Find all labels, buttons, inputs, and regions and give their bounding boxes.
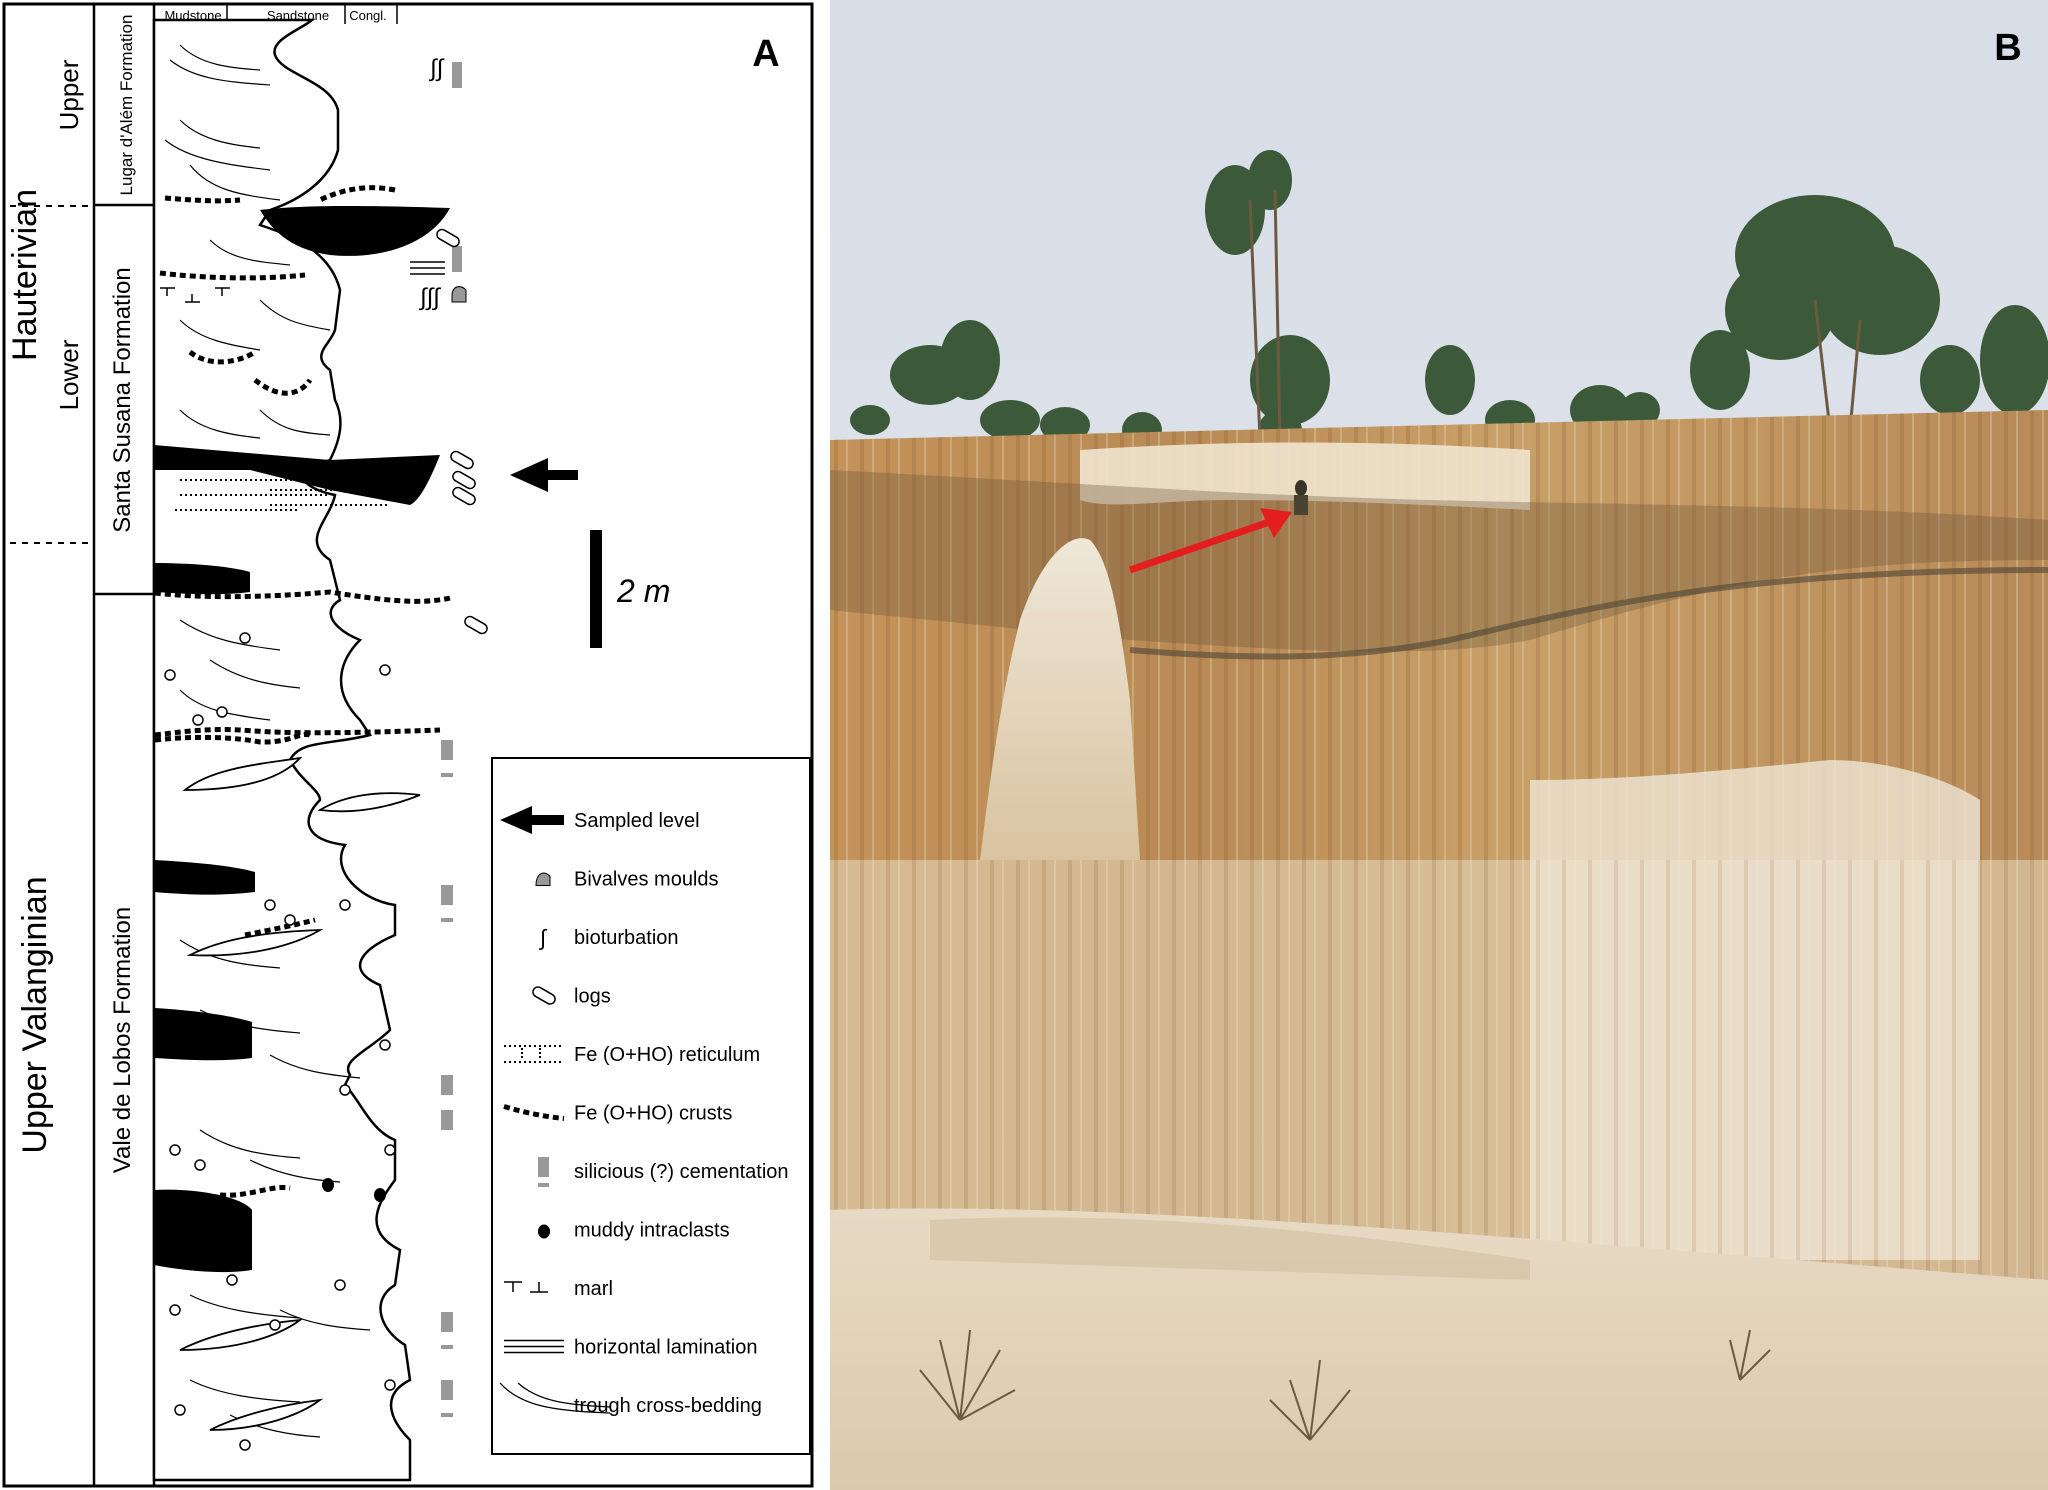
- fe-reticulum: [175, 479, 390, 511]
- black-mud-lens-2: [154, 445, 440, 505]
- marl-marks: [160, 287, 230, 303]
- legend-label: bioturbation: [574, 927, 679, 949]
- quarry-floor: [830, 1208, 2048, 1490]
- shrubs: [919, 1329, 1771, 1441]
- legend-item: Sampled level: [500, 806, 700, 834]
- muddy-intraclast-marks: [322, 1178, 386, 1202]
- formation-vale-de-lobos: Vale de Lobos Formation: [109, 907, 136, 1173]
- legend-item: Fe (O+HO) crusts: [503, 1103, 732, 1125]
- legend-label: trough cross-bedding: [574, 1395, 762, 1417]
- legend-item: horizontal lamination: [504, 1337, 757, 1359]
- horizontal-lamination-icon: [504, 1339, 564, 1354]
- pebble-marks: [164, 632, 396, 1451]
- trees-on-ridge: [850, 150, 2048, 450]
- legend-label: Sampled level: [574, 810, 700, 832]
- legend-label: Fe (O+HO) reticulum: [574, 1044, 760, 1066]
- svg-text:∫: ∫: [538, 925, 548, 950]
- bioturbation-icon: ∫: [538, 925, 548, 950]
- grain-column-conglomerate: Congl.: [349, 8, 387, 23]
- dark-band: [830, 470, 2048, 652]
- person-on-ledge: [1294, 480, 1308, 515]
- sampled-level-arrow: [500, 806, 564, 834]
- black-mud-lens-6: [154, 1189, 252, 1273]
- legend-label: Fe (O+HO) crusts: [574, 1103, 732, 1125]
- legend-item: ∫ bioturbation: [538, 925, 679, 950]
- fe-crust-lines: [154, 185, 451, 1198]
- scale-label: 2 m: [616, 573, 670, 609]
- stage-hauterivian: Hauterivian: [6, 189, 44, 361]
- legend-label: silicious (?) cementation: [574, 1161, 789, 1183]
- pale-upper-band: [1080, 442, 1530, 510]
- black-mud-lens-4: [154, 860, 255, 895]
- muddy-intraclast-icon: [538, 1224, 550, 1239]
- log-icon: [532, 986, 556, 1005]
- legend-label: marl: [574, 1278, 613, 1300]
- outcrop-photo-panel: B: [830, 0, 2048, 1490]
- panel-a-label: A: [752, 33, 779, 75]
- svg-text:∫∫∫: ∫∫∫: [418, 284, 441, 311]
- black-mud-lens-3: [154, 563, 250, 595]
- legend-label: Bivalves moulds: [574, 869, 719, 891]
- stratigraphic-log-panel: A Mudstone Sandstone Congl. Hauterivian …: [2, 2, 814, 1488]
- trough-cross-bedding-icon: [499, 1382, 611, 1414]
- silicious-cementation-icon: [538, 1157, 549, 1187]
- legend-label: muddy intraclasts: [574, 1220, 730, 1242]
- marl-icon: [504, 1281, 548, 1293]
- legend-item: muddy intraclasts: [538, 1220, 730, 1242]
- formation-santa-susana: Santa Susana Formation: [109, 267, 136, 533]
- substage-upper: Upper: [54, 59, 84, 130]
- legend-item: logs: [532, 986, 611, 1008]
- sampled-level-arrow: [510, 458, 578, 492]
- legend-item: Fe (O+HO) reticulum: [504, 1044, 760, 1066]
- scale-bar: [590, 530, 602, 648]
- stage-upper-valanginian: Upper Valanginian: [16, 876, 54, 1153]
- panel-a-frame: [2, 2, 814, 1488]
- white-sandstone-pillar: [980, 538, 1140, 860]
- legend-item: Bivalves moulds: [535, 869, 719, 891]
- sample-location-arrow: [1128, 508, 1292, 574]
- panel-b-label: B: [1994, 27, 2021, 69]
- legend-item: silicious (?) cementation: [538, 1157, 789, 1187]
- bivalve-mould-icon: [535, 872, 551, 886]
- legend-item: trough cross-bedding: [499, 1382, 762, 1417]
- substage-lower: Lower: [54, 339, 84, 410]
- legend-label: logs: [574, 986, 611, 1008]
- side-symbols: ∫∫ ∫∫∫: [410, 55, 488, 1417]
- trough-cross-bedding-marks: [164, 44, 371, 1438]
- legend-item: marl: [504, 1278, 613, 1300]
- fe-crust-icon: [503, 1104, 565, 1121]
- black-mud-lens-1: [260, 205, 450, 256]
- fe-reticulum-icon: [504, 1045, 564, 1063]
- legend-label: horizontal lamination: [574, 1337, 757, 1359]
- bioturbation-mark: ∫∫: [428, 55, 445, 82]
- formation-lugar-d-alem: Lugar d'Além Formation: [117, 15, 136, 196]
